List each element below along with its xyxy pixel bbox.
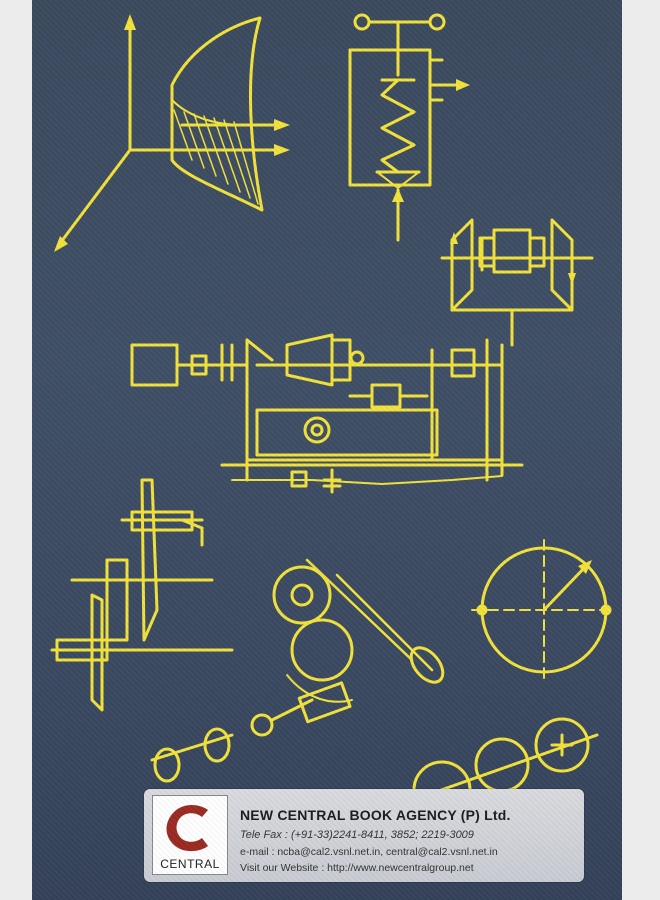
worm-gear-drawing <box>150 558 445 783</box>
shaft-disk-drawing <box>50 478 234 712</box>
publisher-logo: CENTRAL <box>152 795 228 875</box>
page-edge-right <box>622 0 660 900</box>
engineering-drawings <box>50 13 617 820</box>
book-cover: CENTRAL NEW CENTRAL BOOK AGENCY (P) Ltd.… <box>32 0 622 900</box>
machine-assembly-drawing <box>130 333 524 494</box>
central-c-icon <box>166 805 208 852</box>
circle-dimension-drawing <box>471 539 617 681</box>
publisher-telefax: Tele Fax : (+91-33)2241-8411, 3852; 2219… <box>240 829 474 841</box>
publisher-email: e-mail : ncba@cal2.vsnl.net.in, central@… <box>240 846 498 858</box>
page-edge-left <box>0 0 32 900</box>
publisher-label: CENTRAL NEW CENTRAL BOOK AGENCY (P) Ltd.… <box>144 789 584 882</box>
spring-valve-drawing <box>348 13 470 242</box>
publisher-name: NEW CENTRAL BOOK AGENCY (P) Ltd. <box>240 807 511 823</box>
logo-text: CENTRAL <box>160 857 220 871</box>
coupling-drawing <box>440 218 594 347</box>
publisher-website: Visit our Website : http://www.newcentra… <box>240 862 474 874</box>
surface-axes-drawing <box>54 14 290 252</box>
